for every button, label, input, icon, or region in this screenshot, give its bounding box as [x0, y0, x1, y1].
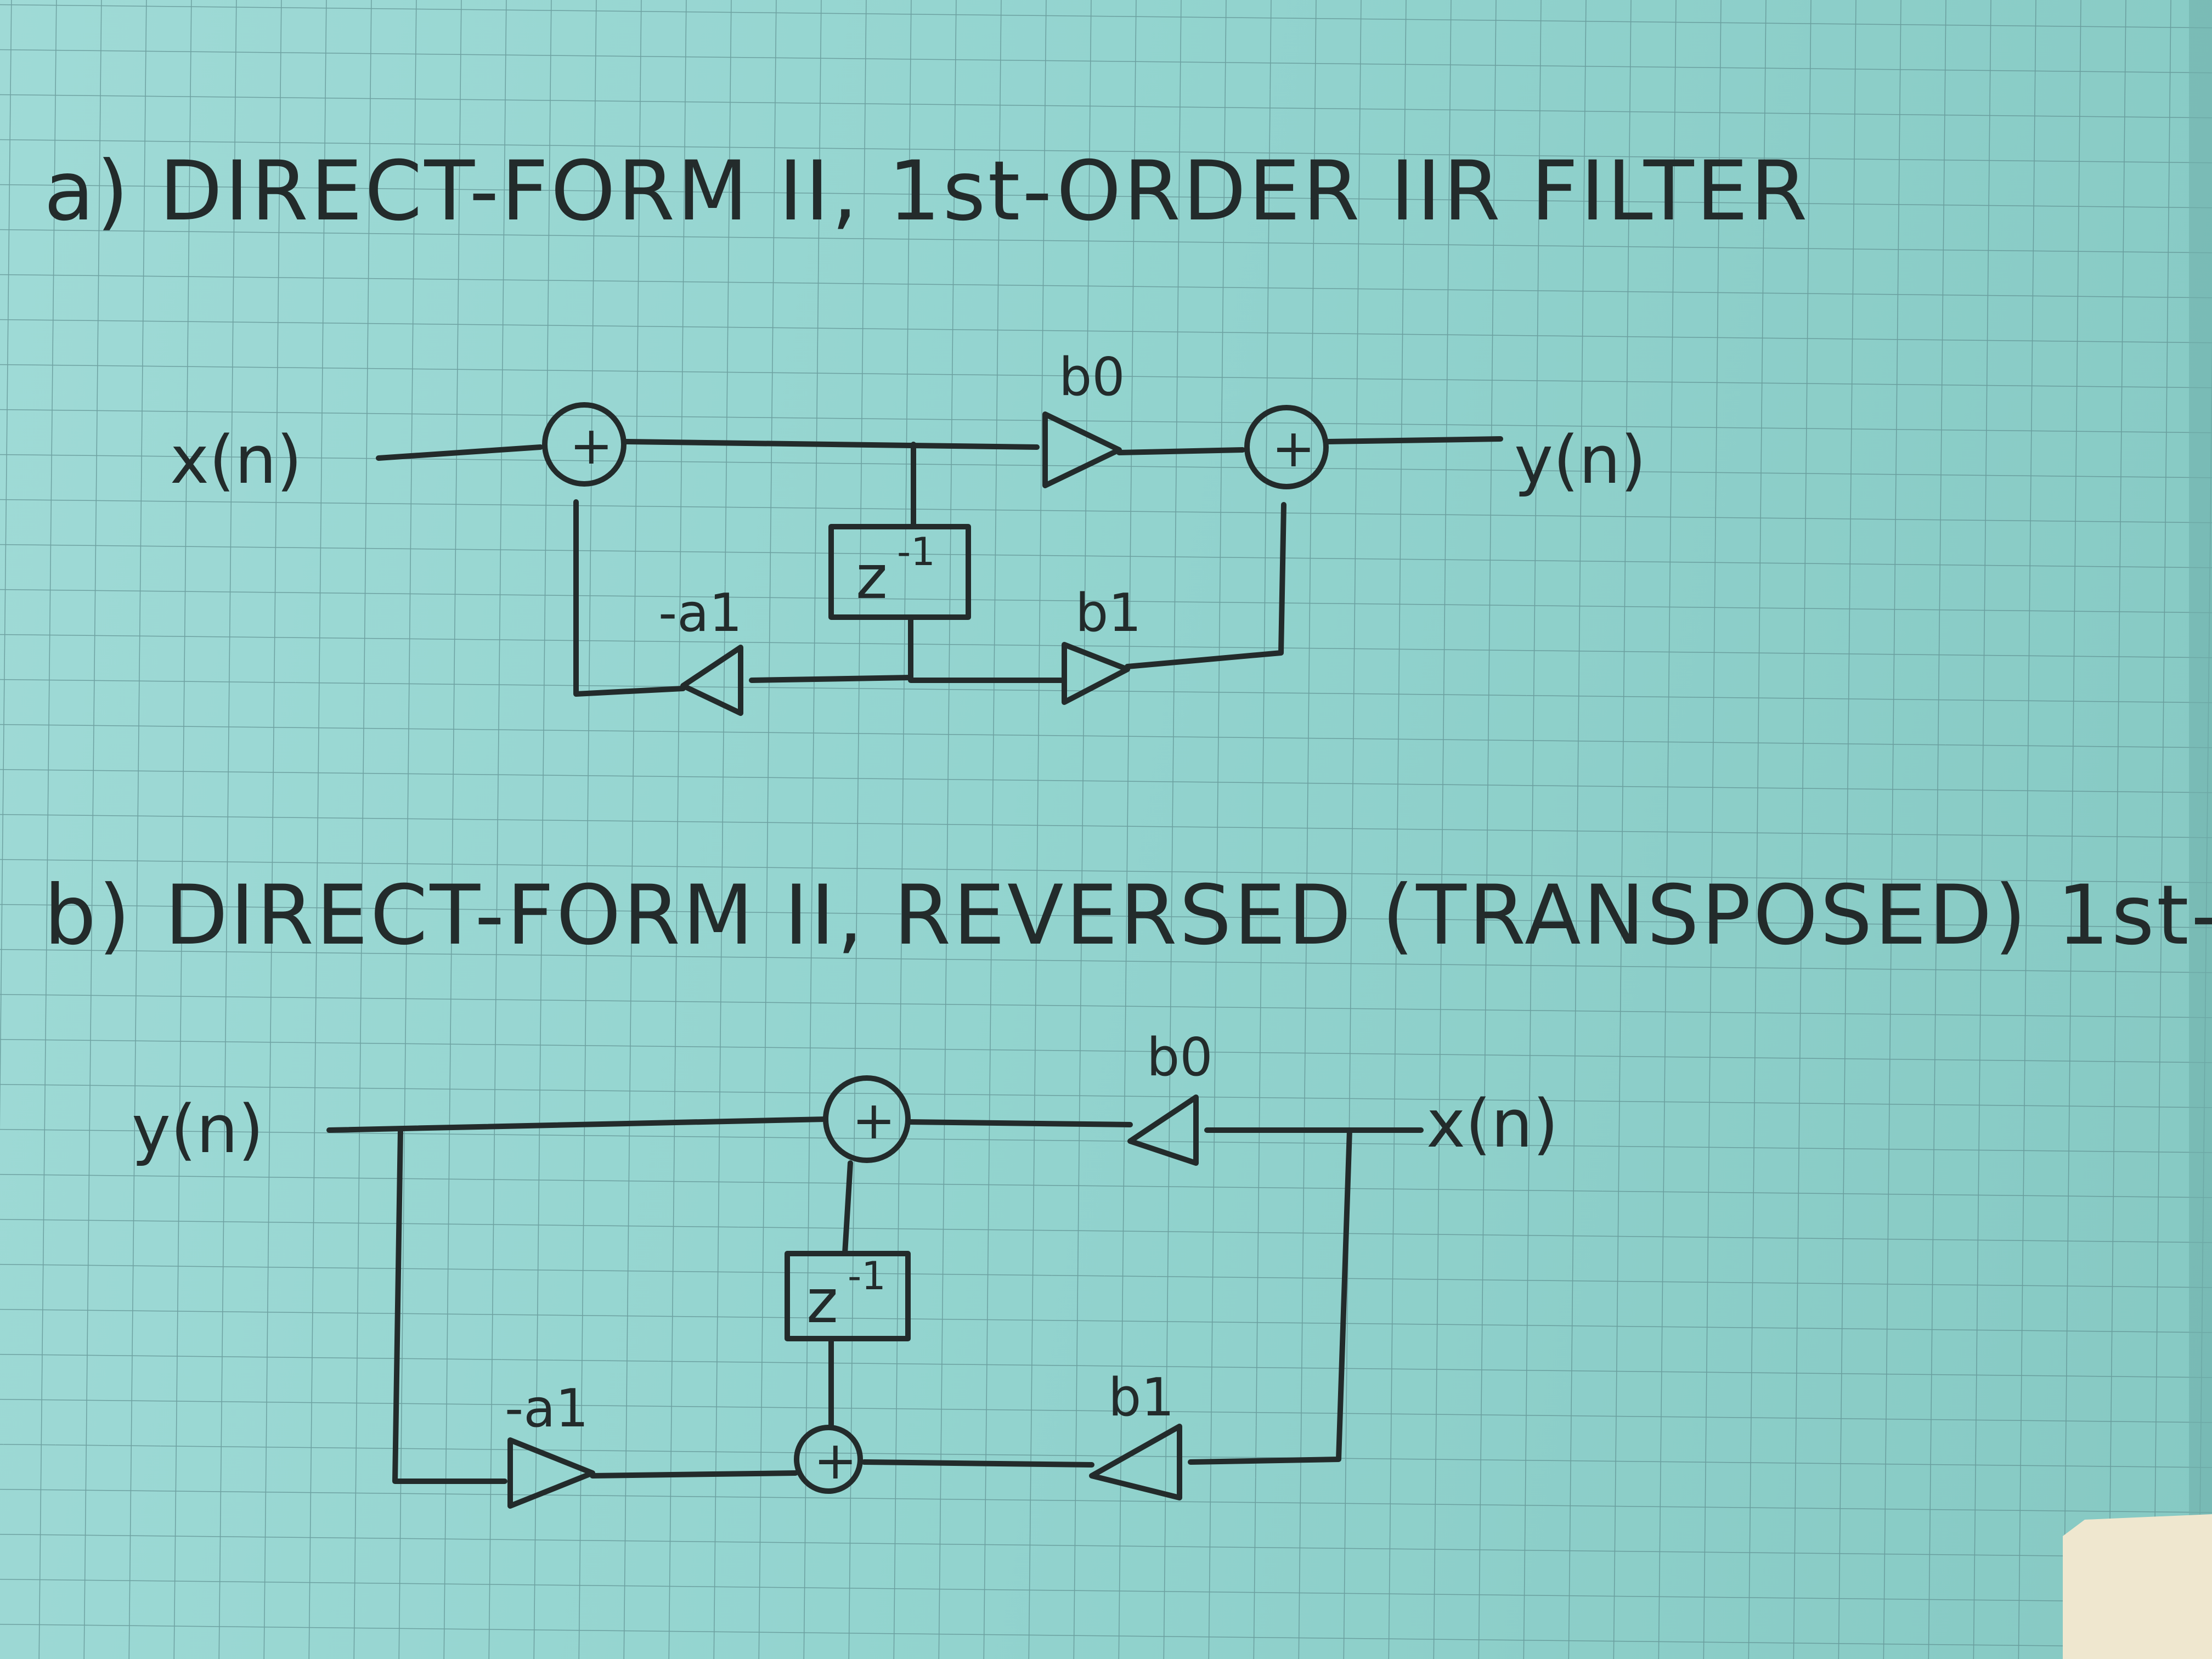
diagram-a-adder-1	[542, 402, 627, 487]
diagram-b-b1-label: b1	[1108, 1368, 1175, 1428]
diagram-b-output-tap	[392, 1127, 507, 1484]
diagram-a-output-label: y(n)	[1514, 422, 1646, 499]
diagram-a-neg-a1-label: -a1	[658, 583, 742, 644]
diagram-b-neg-a1-label: -a1	[505, 1379, 589, 1439]
diagram-a-adder-1-symbol: +	[569, 416, 613, 476]
diagram-b-adder-top-symbol: +	[852, 1091, 896, 1151]
diagram-a-delay-exponent: -1	[897, 529, 935, 574]
diagram-a-b1-triangle	[1062, 642, 1130, 705]
diagram-b-adder-bottom-symbol: +	[814, 1431, 857, 1491]
diagram-a-output-wire	[1325, 436, 1503, 444]
diagram-b-delay-symbol: z	[806, 1266, 838, 1336]
diagram-a-neg-a1-triangle	[680, 645, 743, 716]
diagram-a-input-label: x(n)	[170, 422, 302, 499]
diagram-b: b) DIRECT-FORM II, REVERSED (TRANSPOSED)…	[44, 868, 2212, 1509]
diagram-b-input-label: x(n)	[1426, 1086, 1559, 1163]
diagram-b-delay-exponent: -1	[848, 1254, 886, 1299]
diagram-b-neg-a1-triangle	[507, 1437, 595, 1509]
diagram-a-delay-symbol: z	[856, 542, 888, 612]
diagram-b-delay-output-wire	[842, 1160, 853, 1256]
diagram-b-input-tap	[1188, 1127, 1352, 1465]
diagram-a-feedback-path	[573, 499, 686, 697]
diagram-a-b0-label: b0	[1059, 347, 1125, 408]
diagram-a-adder-2-symbol: +	[1272, 419, 1316, 479]
diagram-a: a) DIRECT-FORM II, 1st-ORDER IIR FILTER …	[44, 144, 1810, 716]
diagram-a-b1-label: b1	[1075, 583, 1142, 644]
diagram-a-delay-block	[828, 524, 971, 620]
diagram-b-b1-triangle	[1089, 1424, 1182, 1500]
diagram-b-b0-triangle	[1127, 1094, 1199, 1166]
diagram-a-input-wire	[376, 444, 543, 461]
diagram-a-top-wire	[623, 439, 1040, 450]
diagram-b-b0-label: b0	[1147, 1028, 1213, 1088]
diagram-b-output-wire	[326, 1116, 828, 1133]
page-edge-shadow	[2189, 0, 2212, 1659]
torn-paper-corner	[2063, 1514, 2212, 1659]
diagram-a-feedforward-path	[1125, 502, 1286, 669]
diagram-a-bottom-rail-left	[749, 675, 913, 683]
diagram-b-output-label: y(n)	[132, 1092, 264, 1168]
diagram-a-adder-2	[1244, 405, 1329, 489]
diagram-a-b0-triangle	[1042, 411, 1122, 488]
diagram-a-b0-output-wire	[1116, 447, 1245, 455]
diagram-b-b0-output-wire	[905, 1119, 1133, 1127]
diagram-a-title: DIRECT-FORM II, 1st-ORDER IIR FILTER	[159, 144, 1810, 239]
diagram-b-neg-a1-output-wire	[590, 1470, 798, 1479]
diagram-b-adder-bottom	[794, 1425, 863, 1494]
diagram-b-title: DIRECT-FORM II, REVERSED (TRANSPOSED) 1s…	[165, 868, 2212, 963]
diagram-b-prefix: b)	[44, 868, 133, 963]
diagram-a-prefix: a)	[44, 144, 131, 239]
diagram-b-b1-output-wire	[861, 1459, 1094, 1468]
